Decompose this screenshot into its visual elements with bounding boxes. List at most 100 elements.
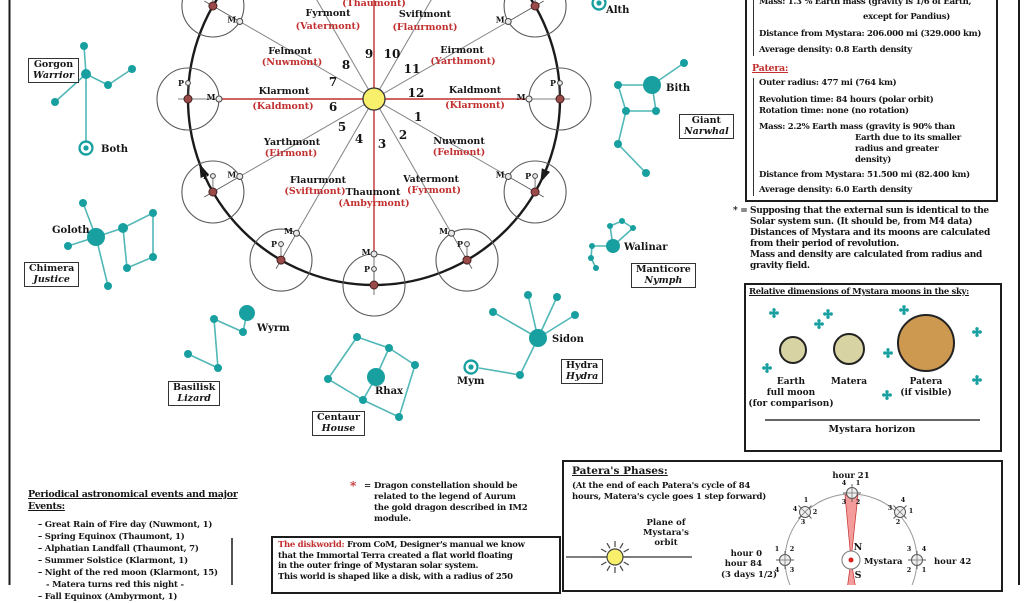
constellation-name: Manticore — [636, 264, 691, 275]
matera-marker-label: M — [439, 226, 448, 236]
moon-phase-station: MP — [496, 0, 567, 38]
star — [184, 350, 192, 358]
matera-distance: Distance from Mystara: 206.000 mi (329.0… — [759, 29, 982, 39]
constellation-meaning: Hydra — [566, 371, 599, 382]
matera-mass-cont: except for Pandius) — [863, 12, 950, 22]
event-item: – Spring Equinox (Thaumont, 1) — [38, 532, 185, 542]
diskworld-text: that the Immortal Terra created a flat w… — [278, 551, 554, 583]
star — [210, 315, 218, 323]
patera-mass-cont2: radius and greater — [855, 144, 939, 154]
moon-info-panel: Mass: 1.3 % Earth mass (gravity is 1/6 o… — [745, 0, 998, 202]
phase-quarter-number: 1 — [909, 507, 914, 515]
patera-position-dot — [185, 80, 191, 86]
month-alt-label: (Vatermont) — [296, 21, 361, 32]
patera-marker-label: P — [203, 171, 209, 181]
mystara-dot — [208, 187, 218, 197]
orbit-direction-arrow-icon — [540, 168, 551, 183]
phase-quarter-number: 3 — [801, 518, 806, 526]
phase-quarter-number: 2 — [907, 566, 912, 574]
matera-density: Average density: 0.8 Earth density — [759, 45, 912, 55]
event-item: – Night of the red moon (Klarmont, 15) — [38, 568, 218, 578]
month-spoke — [373, 98, 509, 177]
mystara-dot — [369, 280, 379, 290]
month-name-label: Kaldmont — [449, 85, 502, 96]
patera-heading: Patera: — [752, 63, 789, 74]
text-line: hours, Matera's cycle goes 1 step forwar… — [572, 492, 767, 502]
matera-position-dot — [525, 95, 533, 103]
phase-label: N — [854, 542, 863, 553]
teal-asterisk-icon — [972, 327, 982, 337]
visibility-wedge-lower — [847, 559, 856, 585]
orbit-direction-arrow-icon — [199, 163, 209, 179]
month-alt-label: (Nuwmont) — [262, 57, 322, 68]
patera-marker-label: P — [271, 239, 277, 249]
moon-size-label: (for comparison) — [748, 398, 833, 409]
moon-size-label: (if visible) — [900, 387, 952, 398]
constellation-meaning: Lizard — [177, 393, 211, 404]
matera-position-dot — [215, 95, 223, 103]
star — [104, 282, 112, 290]
patera-marker-label: P — [364, 264, 370, 274]
star-name-label: Wyrm — [256, 323, 290, 334]
patera-revolution: Revolution time: 84 hours (polar orbit) — [759, 95, 934, 105]
star — [123, 264, 131, 272]
matera-marker-label: M — [496, 15, 505, 25]
month-number: 3 — [378, 137, 386, 151]
month-alt-label: (Felmont) — [433, 147, 486, 158]
matera-marker-label: M — [362, 247, 371, 257]
moon-size-disc — [897, 314, 955, 372]
star — [87, 228, 105, 246]
teal-asterisk-icon — [814, 319, 824, 329]
constellation-rhax: Rhax — [324, 333, 419, 421]
star — [411, 361, 419, 369]
matera-marker-label: M — [496, 170, 505, 180]
star — [149, 209, 157, 217]
month-alt-label: (Ambyrmont) — [338, 198, 409, 209]
phase-label: (3 days 1/2) — [721, 569, 777, 580]
text-line: the gold dragon described in IM2 — [374, 503, 528, 513]
moon-phase-station: MP — [181, 160, 245, 224]
equals-sign: = — [364, 481, 371, 491]
star — [593, 265, 599, 271]
star-name-label: Both — [101, 144, 129, 155]
footnote-text: Supposing that the external sun is ident… — [750, 206, 990, 272]
phase-quarter-number: 2 — [856, 498, 861, 506]
star — [553, 293, 561, 301]
phase-quarter-number: 1 — [804, 496, 809, 504]
event-item: – Great Rain of Fire day (Nuwmont, 1) — [38, 520, 213, 530]
phase-label: hour 21 — [832, 471, 869, 481]
mystara-dot — [208, 1, 218, 11]
phase-quarter-number: 4 — [842, 479, 847, 487]
matera-position-dot — [448, 229, 455, 237]
text-line: Mystara's — [643, 528, 689, 538]
phase-quarter-number: 4 — [922, 545, 927, 553]
month-name-label: Nuwmont — [433, 136, 485, 147]
sun-icon — [362, 87, 386, 111]
month-alt-label: (Thaumont) — [342, 0, 406, 9]
teal-asterisk-icon — [883, 348, 893, 358]
star — [589, 243, 595, 249]
matera-position-dot — [370, 250, 378, 258]
text-line: Solar system sun. (It should be, from M4… — [750, 217, 973, 227]
star — [395, 413, 403, 421]
moon-size-label: Matera — [831, 377, 867, 387]
patera-distance: Distance from Mystara: 51.500 mi (82.400… — [759, 170, 970, 180]
phase-quarter-number: 1 — [775, 545, 780, 553]
month-number: 5 — [338, 120, 346, 134]
star — [80, 42, 88, 50]
patera-phases-title: Patera's Phases: — [572, 465, 668, 477]
calculation-footnote: * = Supposing that the external sun is i… — [733, 206, 1023, 272]
star — [149, 253, 157, 261]
star — [51, 98, 59, 106]
relative-dimensions-panel — [744, 283, 1002, 452]
